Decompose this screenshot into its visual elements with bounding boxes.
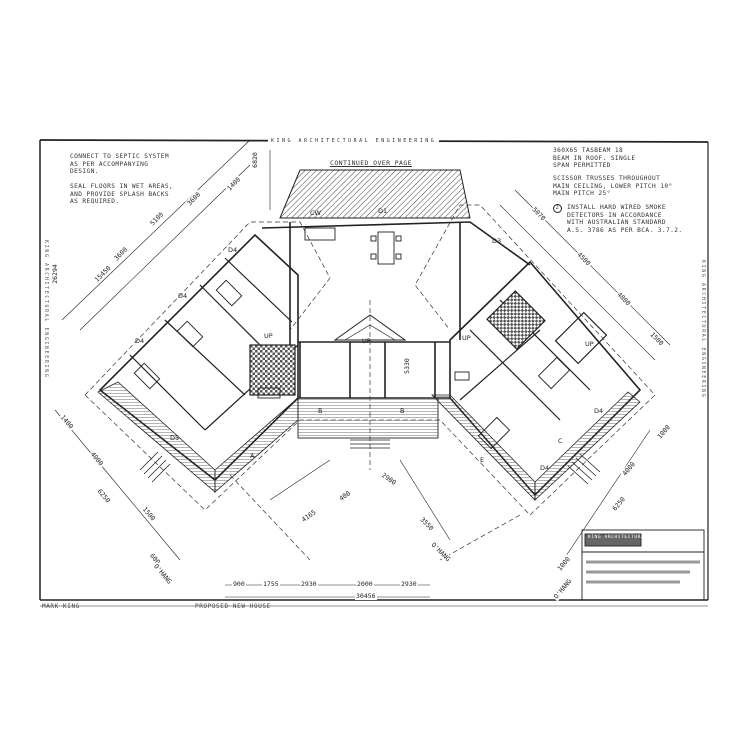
note-beam: 360x65 TASBEAM 18 BEAM IN ROOF. SINGLE S… xyxy=(553,147,636,170)
note-septic: CONNECT TO SEPTIC SYSTEM AS PER ACCOMPAN… xyxy=(70,153,170,176)
label-d3: D3 xyxy=(492,237,501,245)
note-trusses: SCISSOR TRUSSES THROUGHOUT MAIN CEILING,… xyxy=(553,175,673,198)
label-up-d: UP xyxy=(585,340,594,348)
right-wing xyxy=(431,260,642,501)
dim-top-vertical: 6820 xyxy=(250,151,259,169)
dim-bottom-1: 900 xyxy=(232,580,246,588)
dim-center-5: 5330 xyxy=(402,357,411,375)
label-d4d: D4 xyxy=(594,407,603,415)
covered-area-top xyxy=(279,169,471,219)
main-walls xyxy=(261,221,531,399)
dining-table xyxy=(304,227,402,265)
label-d5: D5 xyxy=(170,434,179,442)
label-e: E xyxy=(480,456,484,464)
dim-bottom-4: 2000 xyxy=(356,580,374,588)
label-d1: D1 xyxy=(378,207,387,215)
central-deck xyxy=(297,314,439,449)
label-a: A xyxy=(250,452,255,460)
label-up-b: UP xyxy=(264,332,273,340)
label-b2: B xyxy=(400,407,404,415)
label-up-a: UP xyxy=(362,337,371,345)
label-d4a: D4 xyxy=(228,246,237,254)
label-c: C xyxy=(558,437,563,445)
label-cw: CW xyxy=(310,209,322,217)
label-d4b: D4 xyxy=(178,292,187,300)
title-block xyxy=(581,529,705,601)
label-up-c: UP xyxy=(462,334,471,342)
smoke-note-number: 2 xyxy=(553,204,562,213)
top-banner: KING ARCHITECTURAL ENGINEERING xyxy=(268,138,440,146)
dim-left-vertical-total: 26294 xyxy=(50,263,59,285)
note-smoke-detectors: INSTALL HARD WIRED SMOKE DETECTORS IN AC… xyxy=(567,204,683,234)
dim-bottom-total: 30456 xyxy=(355,592,377,600)
left-wing xyxy=(97,233,299,493)
overhang-lines xyxy=(84,204,656,561)
note-seal-floors: SEAL FLOORS IN WET AREAS, AND PROVIDE SP… xyxy=(70,183,174,206)
room-labels: D1 D3 D4 D4 D4 D5 UP UP UP UP B B C E A … xyxy=(135,207,603,472)
label-d4c: D4 xyxy=(135,337,144,345)
label-b1: B xyxy=(318,407,322,415)
left-vertical-banner: KING ARCHITECTURAL ENGINEERING xyxy=(43,240,49,379)
dim-bottom-3: 2930 xyxy=(300,580,318,588)
continued-over-page: CONTINUED OVER PAGE xyxy=(330,159,412,167)
label-d4e: D4 xyxy=(540,464,549,472)
footer-mid: PROPOSED NEW HOUSE xyxy=(195,603,271,610)
footer-left: MARK KING xyxy=(42,603,80,610)
right-vertical-banner: KING ARCHITECTURAL ENGINEERING xyxy=(700,260,706,399)
dim-bottom-2: 1755 xyxy=(262,580,280,588)
title-block-heading: KING ARCHITECTURAL ENGINEERING xyxy=(588,535,688,540)
dim-bottom-5: 2930 xyxy=(400,580,418,588)
